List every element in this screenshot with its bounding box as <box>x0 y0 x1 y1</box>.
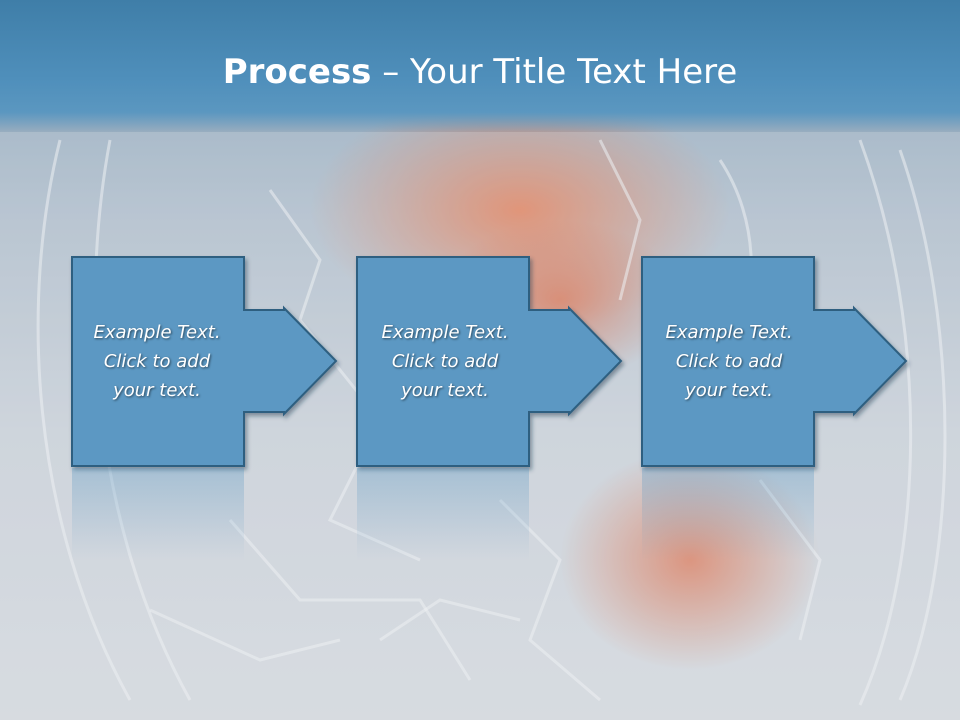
title-bar <box>0 0 960 132</box>
step-1-line-1: Example Text. <box>93 322 221 343</box>
step-1-line-3: your text. <box>113 380 201 401</box>
step-3-line-1: Example Text. <box>665 322 793 343</box>
slide-title[interactable]: Process – Your Title Text Here <box>0 52 960 92</box>
process-step-3[interactable]: Example Text. Click to add your text. <box>641 257 817 466</box>
title-rest: – Your Title Text Here <box>371 52 738 92</box>
step-2-line-2: Click to add <box>391 351 499 372</box>
step-3-line-3: your text. <box>685 380 773 401</box>
step-3-line-2: Click to add <box>675 351 783 372</box>
process-step-1-shape[interactable] <box>71 256 338 560</box>
step-2-line-3: your text. <box>401 380 489 401</box>
title-bold: Process <box>222 52 372 92</box>
step-2-line-1: Example Text. <box>381 322 509 343</box>
process-step-1[interactable]: Example Text. Click to add your text. <box>69 257 245 466</box>
process-step-2[interactable]: Example Text. Click to add your text. <box>357 257 533 466</box>
process-step-2-shape[interactable] <box>356 256 623 560</box>
process-step-3-shape[interactable] <box>641 256 908 560</box>
step-1-line-2: Click to add <box>103 351 211 372</box>
